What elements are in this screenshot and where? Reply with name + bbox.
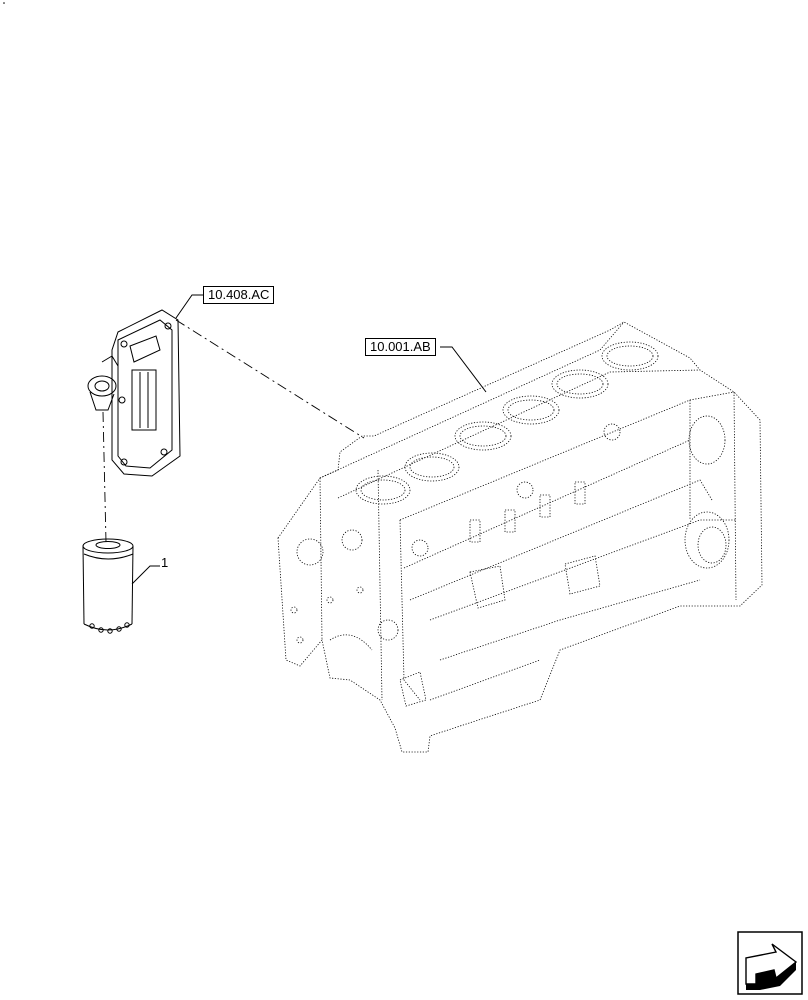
engine-block (277, 321, 763, 753)
leader-line-10408ac (175, 294, 203, 319)
assembly-line-housing-to-block (175, 319, 365, 439)
callout-number-oil-filter: 1 (161, 555, 169, 570)
assembly-line-filter-to-housing (102, 411, 107, 543)
leader-line-10001ab (440, 346, 487, 393)
oil-filter (82, 538, 134, 634)
corner-mark (3, 2, 5, 4)
leader-line-callout-1 (131, 565, 160, 585)
filter-head-housing (87, 309, 181, 477)
next-page-arrow-icon[interactable] (737, 931, 803, 995)
reference-label-engine-block[interactable]: 10.001.AB (365, 338, 436, 356)
reference-label-filter-head[interactable]: 10.408.AC (203, 286, 275, 304)
